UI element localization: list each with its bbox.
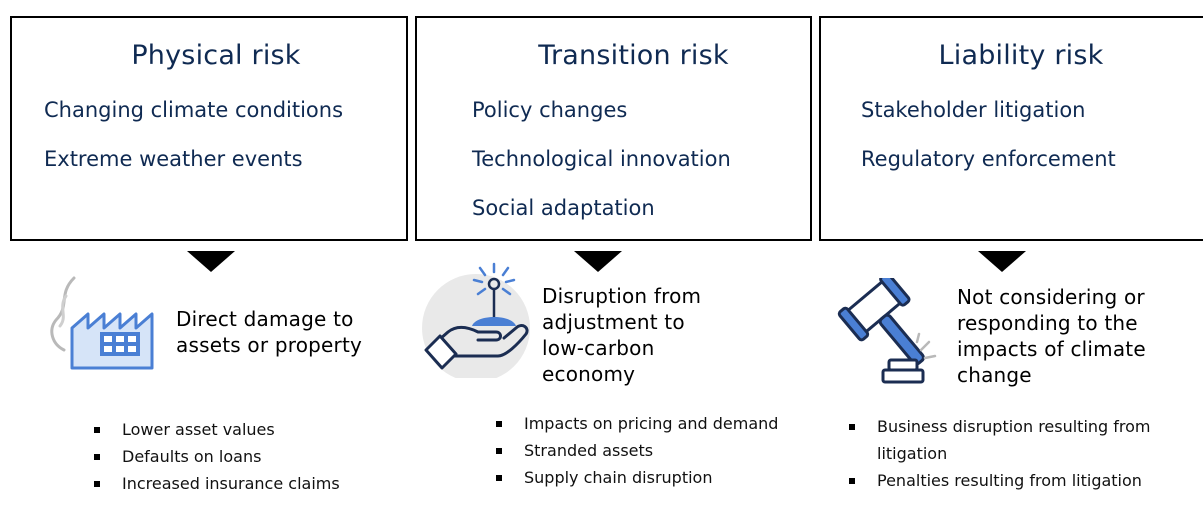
list-item: Impacts on pricing and demand bbox=[492, 410, 792, 437]
impact-line: Not considering or bbox=[957, 285, 1145, 309]
list-item: Lower asset values bbox=[90, 416, 340, 443]
liability-risk-title: Liability risk bbox=[938, 40, 1104, 71]
driver-item: Policy changes bbox=[472, 98, 628, 122]
impact-line: assets or property bbox=[176, 333, 363, 357]
driver-item: Changing climate conditions bbox=[44, 98, 344, 122]
driver-item: Regulatory enforcement bbox=[861, 147, 1116, 171]
list-item: Business disruption resulting from litig… bbox=[845, 413, 1203, 467]
driver-item: Social adaptation bbox=[472, 196, 655, 220]
transition-risk-consequences: Impacts on pricing and demand Stranded a… bbox=[492, 410, 792, 491]
transition-risk-box: Transition risk Policy changes Technolog… bbox=[415, 16, 812, 241]
transition-risk-drivers: Policy changes Technological innovation … bbox=[472, 98, 731, 245]
liability-risk-consequences: Business disruption resulting from litig… bbox=[845, 413, 1203, 494]
gavel-icon bbox=[827, 272, 959, 388]
driver-item: Stakeholder litigation bbox=[861, 98, 1086, 122]
liability-risk-impact: Not considering or responding to the imp… bbox=[957, 284, 1203, 388]
impact-line: adjustment to bbox=[542, 310, 685, 334]
down-arrow-icon bbox=[978, 251, 1026, 272]
driver-item: Technological innovation bbox=[472, 147, 731, 171]
factory-icon bbox=[44, 272, 160, 376]
transition-risk-impact: Disruption from adjustment to low-carbon… bbox=[542, 283, 792, 387]
list-item: Increased insurance claims bbox=[90, 470, 340, 497]
impact-line: economy bbox=[542, 362, 636, 386]
impact-line: change bbox=[957, 363, 1032, 387]
impact-line: responding to the bbox=[957, 311, 1138, 335]
list-item: Supply chain disruption bbox=[492, 464, 792, 491]
physical-risk-consequences: Lower asset values Defaults on loans Inc… bbox=[90, 416, 340, 497]
physical-risk-box: Physical risk Changing climate condition… bbox=[10, 16, 408, 241]
impact-line: Disruption from bbox=[542, 284, 702, 308]
hand-turbine-icon bbox=[418, 258, 538, 382]
physical-risk-drivers: Changing climate conditions Extreme weat… bbox=[44, 98, 343, 196]
down-arrow-icon bbox=[574, 251, 622, 272]
physical-risk-title: Physical risk bbox=[131, 40, 301, 71]
physical-risk-impact: Direct damage to assets or property bbox=[176, 306, 396, 358]
transition-risk-title: Transition risk bbox=[538, 40, 729, 71]
list-item: Stranded assets bbox=[492, 437, 792, 464]
driver-item: Extreme weather events bbox=[44, 147, 303, 171]
list-item: Penalties resulting from litigation bbox=[845, 467, 1203, 494]
impact-line: Direct damage to bbox=[176, 307, 354, 331]
down-arrow-icon bbox=[187, 251, 235, 272]
impact-line: low-carbon bbox=[542, 336, 655, 360]
list-item: Defaults on loans bbox=[90, 443, 340, 470]
liability-risk-box: Liability risk Stakeholder litigation Re… bbox=[819, 16, 1203, 241]
impact-line: impacts of climate bbox=[957, 337, 1146, 361]
liability-risk-drivers: Stakeholder litigation Regulatory enforc… bbox=[861, 98, 1116, 196]
